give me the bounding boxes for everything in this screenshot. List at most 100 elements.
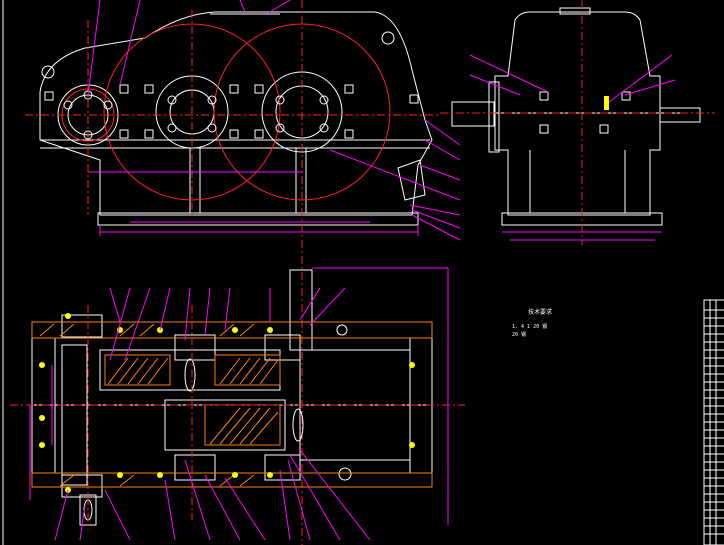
leader bbox=[164, 479, 176, 541]
notes-line-2: 20 钢 bbox=[512, 331, 526, 338]
side-shaft-left bbox=[451, 101, 495, 127]
front-view bbox=[39, 11, 433, 226]
plan-bearing bbox=[174, 334, 216, 361]
leader bbox=[411, 214, 461, 241]
hatched-housing-bottom bbox=[31, 472, 433, 488]
leader bbox=[424, 139, 461, 161]
plan-bearing bbox=[61, 474, 103, 498]
leader bbox=[204, 474, 241, 541]
technical-notes: 技术要求 1. 4 1 20 钢 20 钢 bbox=[512, 308, 552, 338]
leader bbox=[109, 287, 121, 323]
title-block-rows bbox=[704, 300, 724, 545]
bolt bbox=[65, 313, 71, 319]
leader bbox=[224, 287, 231, 331]
bolt bbox=[39, 362, 45, 368]
plan-marks bbox=[10, 267, 465, 541]
notes-heading: 技术要求 bbox=[528, 308, 552, 316]
bolt-hole bbox=[83, 90, 93, 100]
bolt bbox=[39, 415, 45, 421]
leader bbox=[329, 149, 461, 201]
leader bbox=[299, 449, 371, 541]
hatched-gear bbox=[104, 354, 171, 386]
leader bbox=[299, 287, 321, 321]
bolt-head bbox=[344, 129, 354, 139]
bolt-hole bbox=[167, 123, 177, 133]
leader bbox=[224, 477, 266, 541]
bolt-head bbox=[144, 84, 154, 94]
side-bolt bbox=[539, 124, 549, 134]
leader bbox=[424, 119, 461, 146]
leader bbox=[239, 0, 246, 13]
plan-slot bbox=[184, 358, 196, 392]
side-view bbox=[451, 7, 701, 226]
bolt-head bbox=[119, 129, 129, 139]
plan-cover-right bbox=[299, 349, 411, 406]
bolt-hole bbox=[319, 95, 329, 105]
bolt-head bbox=[119, 84, 129, 94]
bolt-hole bbox=[207, 123, 217, 133]
bolt-hole bbox=[63, 100, 73, 110]
side-bolt-highlight bbox=[604, 96, 609, 110]
leader bbox=[419, 164, 461, 181]
leader bbox=[204, 287, 211, 336]
leader bbox=[87, 0, 101, 96]
leader bbox=[124, 287, 151, 361]
leader bbox=[309, 287, 346, 326]
leader bbox=[409, 204, 461, 216]
hatch-lines bbox=[39, 323, 279, 487]
plan-slot bbox=[292, 408, 304, 442]
bolt bbox=[409, 442, 415, 448]
side-shaft-right bbox=[659, 107, 701, 123]
side-leader bbox=[624, 79, 676, 96]
bolt bbox=[267, 327, 273, 333]
hatched-housing-top bbox=[31, 321, 433, 339]
leader bbox=[104, 489, 131, 541]
plan-breather bbox=[336, 324, 348, 336]
bolt bbox=[267, 472, 273, 478]
plan-cover-right-lower bbox=[299, 404, 411, 461]
plan-gear-2 bbox=[164, 399, 286, 451]
bolt-head bbox=[44, 91, 54, 101]
plan-gear-1 bbox=[99, 349, 281, 391]
leader bbox=[289, 454, 341, 541]
bolt bbox=[157, 472, 163, 478]
bolt bbox=[39, 442, 45, 448]
side-leader bbox=[604, 54, 673, 106]
side-leader bbox=[469, 74, 521, 96]
plan-hatching bbox=[31, 321, 433, 488]
gear-pitch-circle-left bbox=[103, 23, 281, 201]
leader bbox=[411, 209, 461, 229]
bolt-head bbox=[344, 84, 354, 94]
bolt-head bbox=[254, 129, 264, 139]
side-housing-outline bbox=[494, 11, 661, 216]
hatched-gear bbox=[204, 404, 281, 446]
leader bbox=[184, 459, 211, 541]
side-bolt bbox=[621, 91, 631, 101]
notes-line-1: 1. 4 1 20 钢 bbox=[512, 323, 547, 330]
bolt bbox=[409, 362, 415, 368]
leader bbox=[79, 504, 86, 541]
bolt-hole bbox=[103, 100, 113, 110]
front-base-plate bbox=[97, 212, 419, 226]
bolt-head bbox=[229, 129, 239, 139]
front-bolts bbox=[41, 31, 419, 140]
front-oil-sight bbox=[397, 159, 426, 201]
plan-bearing bbox=[174, 454, 216, 481]
leader bbox=[184, 287, 191, 341]
bolt-head bbox=[144, 129, 154, 139]
lifting-lug bbox=[41, 65, 55, 79]
bolt-hole bbox=[83, 130, 93, 140]
leader bbox=[159, 287, 171, 331]
plan-bearing bbox=[264, 454, 301, 481]
side-bolt bbox=[599, 124, 609, 134]
bolt-head bbox=[409, 94, 419, 104]
leader bbox=[279, 469, 291, 541]
front-pitch-circles bbox=[25, 0, 440, 545]
lifting-lug bbox=[381, 31, 395, 45]
side-bolt bbox=[539, 91, 549, 101]
bolt bbox=[117, 472, 123, 478]
bolt-head bbox=[254, 84, 264, 94]
